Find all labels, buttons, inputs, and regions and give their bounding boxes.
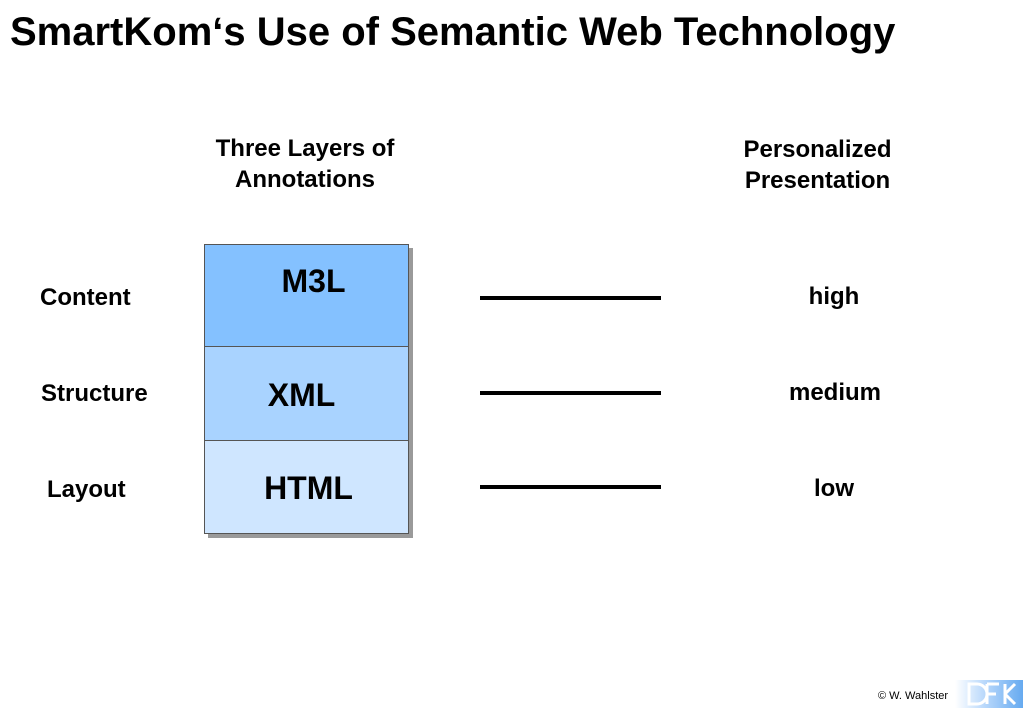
layers-heading-line2: Annotations	[235, 166, 375, 193]
row-label-structure: Structure	[41, 380, 148, 407]
layer-html-label: HTML	[264, 470, 353, 506]
slide-title: SmartKom‘s Use of Semantic Web Technolog…	[10, 10, 896, 54]
row-label-content: Content	[40, 284, 131, 311]
row-label-layout: Layout	[47, 476, 126, 503]
presentation-heading-line1: Personalized	[743, 136, 892, 163]
level-medium: medium	[788, 379, 881, 406]
layer-m3l: M3L	[205, 245, 408, 347]
layers-heading-line1: Three Layers of	[215, 135, 395, 162]
copyright-notice: © W. Wahlster	[878, 690, 949, 702]
layer-m3l-label: M3L	[281, 263, 346, 299]
connector-line-content	[480, 296, 661, 300]
layer-xml-label: XML	[267, 377, 336, 413]
connector-line-structure	[480, 391, 661, 395]
annotation-layer-stack: M3L XML HTML	[204, 244, 409, 534]
layers-heading: Three Layers of Annotations	[190, 133, 420, 195]
level-high: high	[808, 283, 860, 310]
layer-xml: XML	[205, 347, 408, 441]
presentation-heading: Personalized Presentation	[700, 134, 935, 196]
dfki-logo-icon	[955, 680, 1023, 708]
presentation-heading-line2: Presentation	[744, 167, 891, 194]
level-low: low	[814, 475, 854, 502]
connector-line-layout	[480, 485, 661, 489]
layer-html: HTML	[205, 441, 408, 533]
